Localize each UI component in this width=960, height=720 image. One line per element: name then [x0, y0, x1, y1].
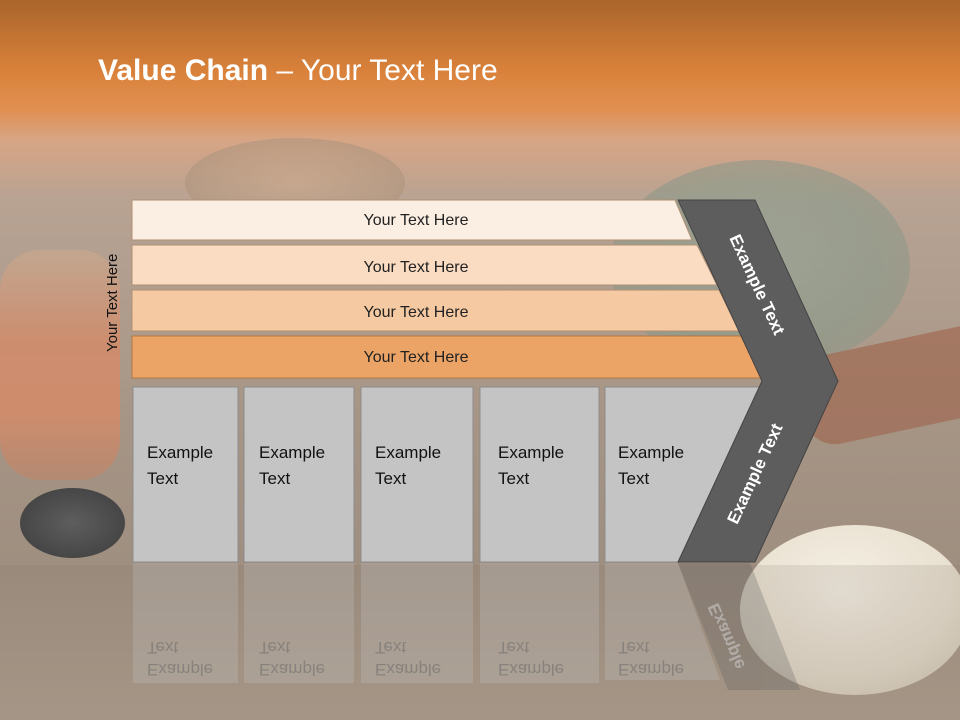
column-4-line2: Text [498, 469, 529, 488]
column-4-line1: Example [498, 443, 564, 462]
column-group: Example Text Example Text Example Text E… [132, 386, 762, 563]
reflection-text-4a: Example [498, 660, 564, 679]
title-rest: – Your Text Here [268, 54, 498, 87]
column-5-line1: Example [618, 443, 684, 462]
bar-group: Your Text Here Your Text Here Your Text … [131, 199, 764, 379]
reflection-column-5 [605, 563, 720, 680]
reflection-text-1a: Example [147, 660, 213, 679]
reflection-text-2a: Example [259, 660, 325, 679]
bar-4-label: Your Text Here [364, 349, 469, 366]
reflection-text-5b: Text [618, 638, 649, 657]
reflection-text-2b: Text [259, 638, 290, 657]
reflection-text-3a: Example [375, 660, 441, 679]
reflection-text-3b: Text [375, 638, 406, 657]
reflection-column-3 [361, 563, 473, 683]
background-white-button [740, 525, 960, 695]
column-2 [243, 386, 355, 563]
column-5-line2: Text [618, 469, 649, 488]
value-chevron [677, 199, 839, 563]
column-2-line1: Example [259, 443, 325, 462]
reflection-group [133, 563, 800, 690]
reflection-text-5a: Example [618, 660, 684, 679]
column-3-line1: Example [375, 443, 441, 462]
reflection-column-1 [133, 563, 238, 683]
column-3-line2: Text [375, 469, 406, 488]
bar-1-label: Your Text Here [364, 212, 469, 229]
reflection-text-1b: Text [147, 638, 178, 657]
column-1 [132, 386, 239, 563]
column-2-line2: Text [259, 469, 290, 488]
reflection-column-4 [480, 563, 599, 683]
slide-title: Value Chain – Your Text Here [98, 54, 498, 88]
column-3 [360, 386, 474, 563]
column-1-line1: Example [147, 443, 213, 462]
bar-3-label: Your Text Here [364, 304, 469, 321]
reflection-column-2 [244, 563, 354, 683]
bar-2-label: Your Text Here [364, 259, 469, 276]
column-4 [479, 386, 600, 563]
reflection-shade [0, 565, 960, 720]
title-bold: Value Chain [98, 54, 269, 87]
reflection-text-4b: Text [498, 638, 529, 657]
reflection-chevron [678, 563, 800, 690]
background-dark-button [20, 488, 125, 558]
column-1-line2: Text [147, 469, 178, 488]
background-orange-spool [0, 250, 120, 480]
bar-1 [131, 199, 693, 241]
